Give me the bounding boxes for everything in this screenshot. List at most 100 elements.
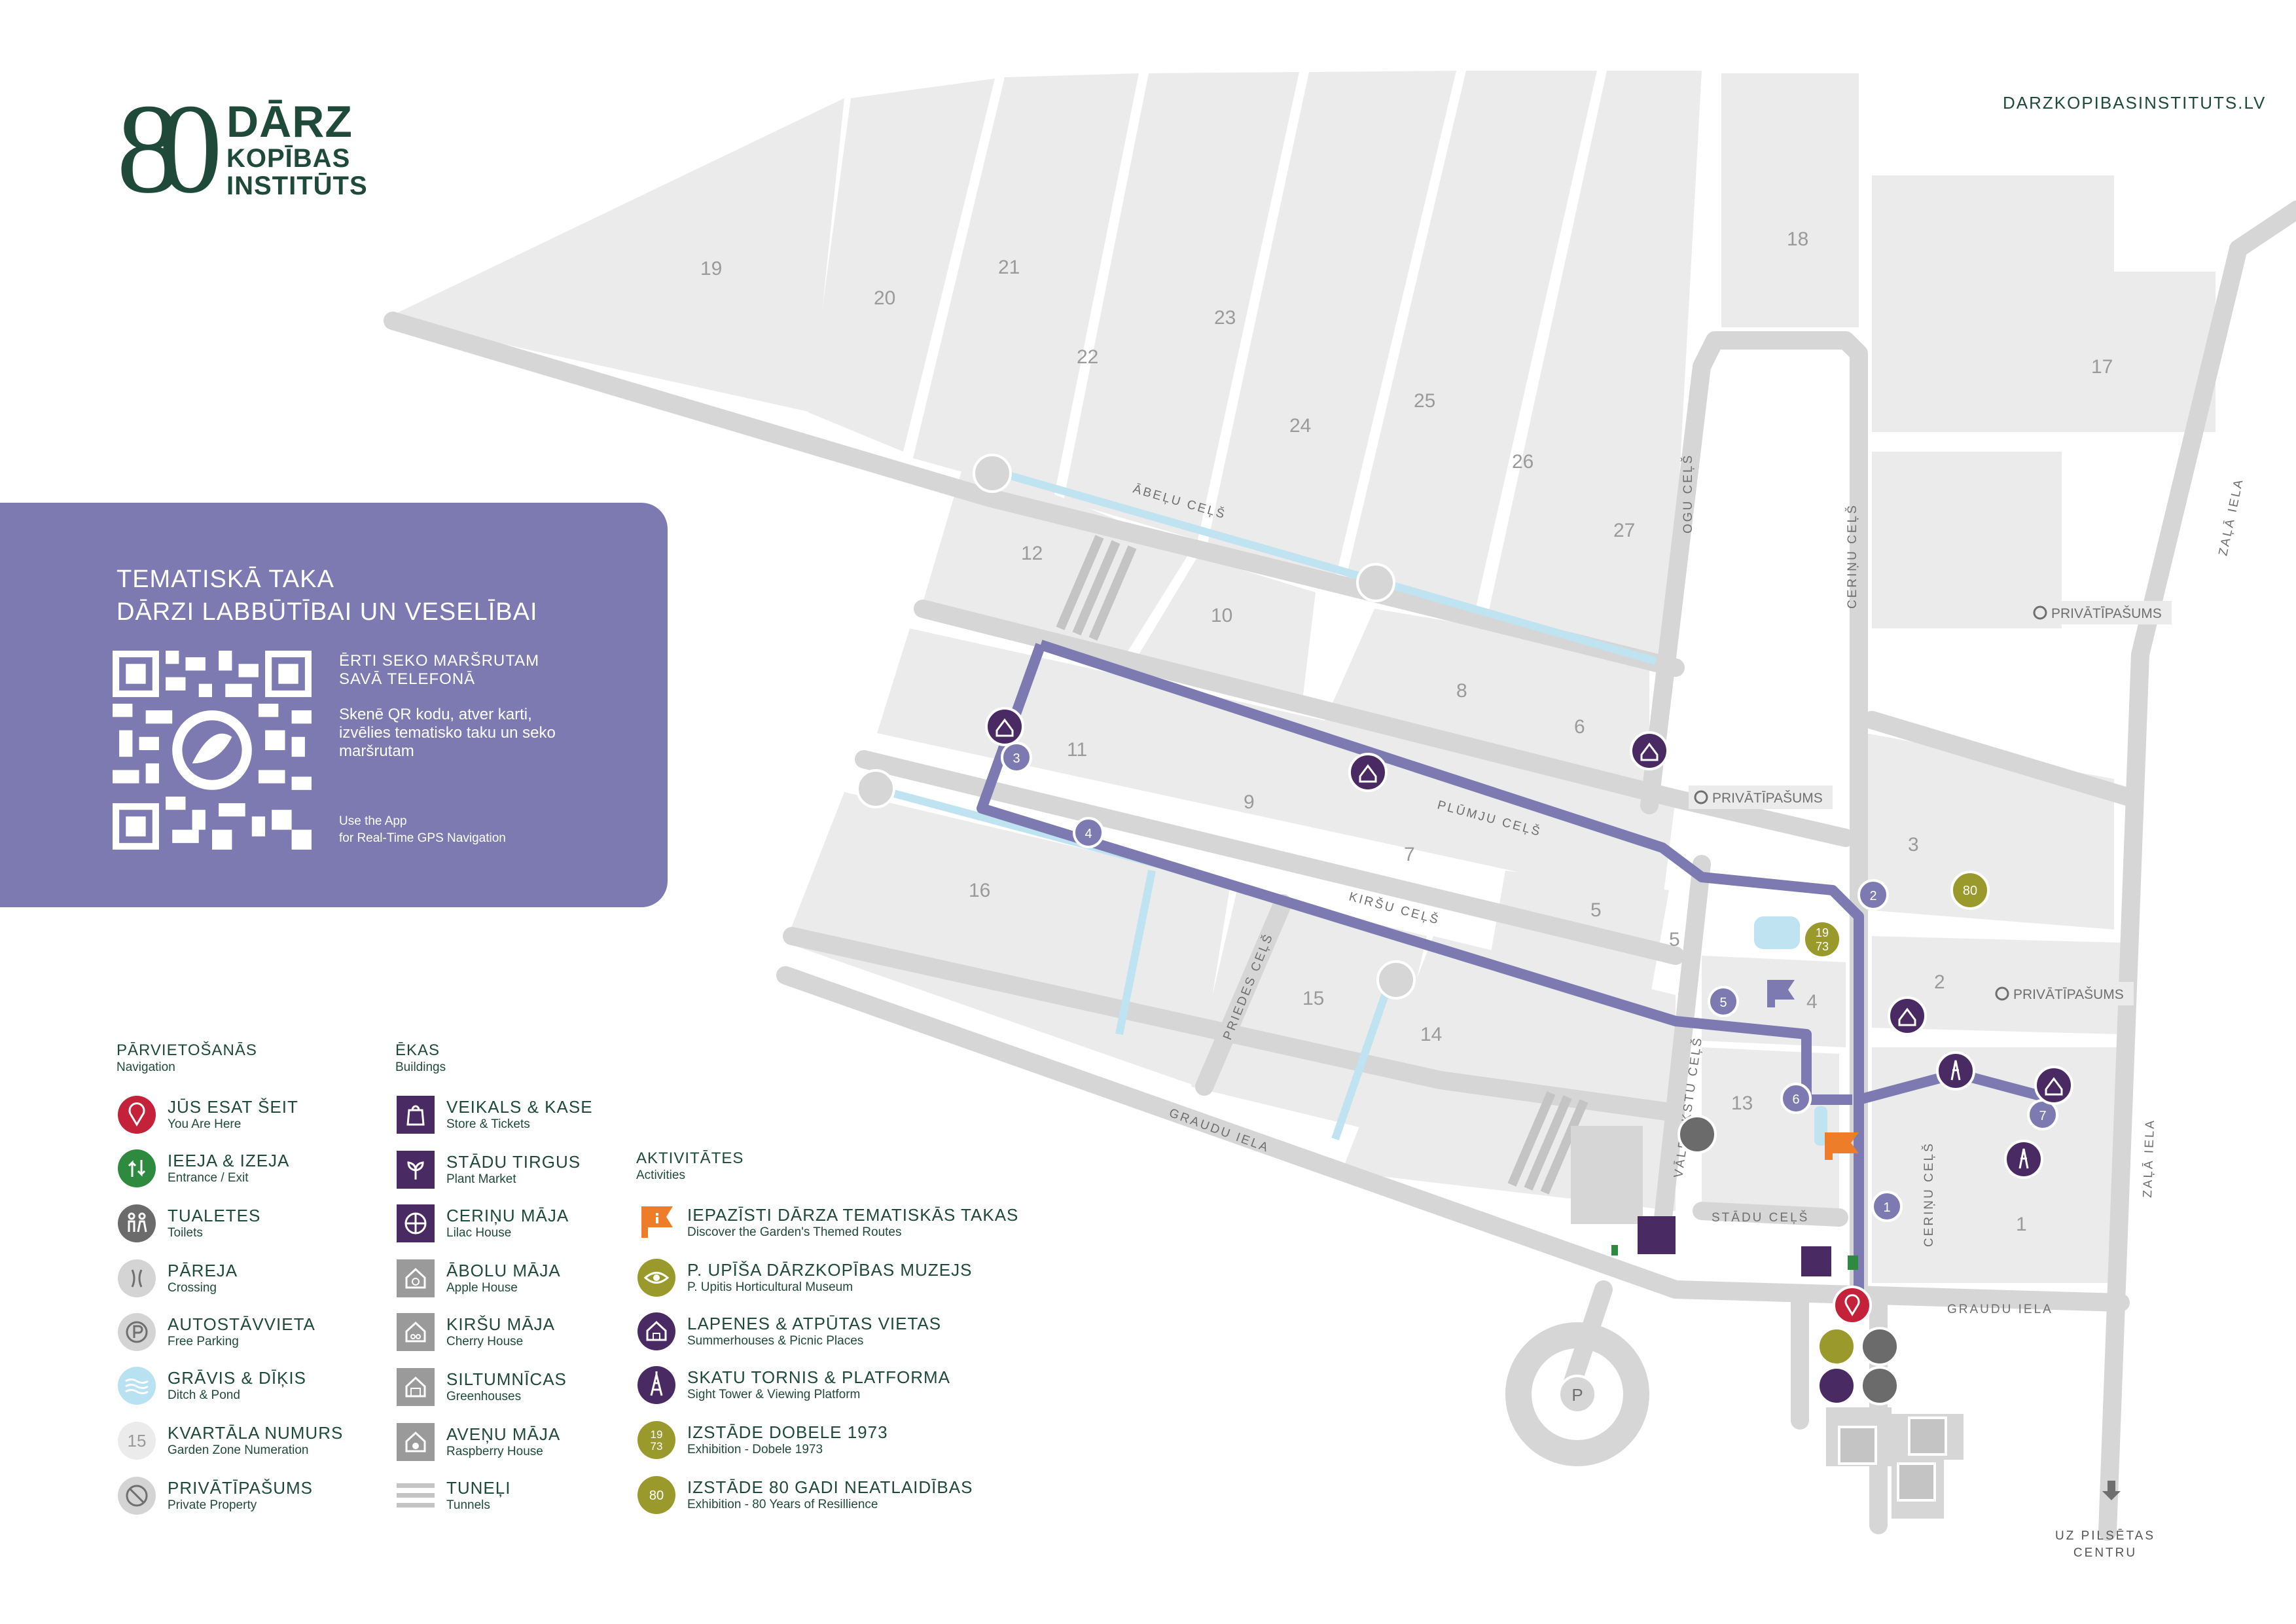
panel-description: Skenē QR kodu, atver karti, izvēlies tem… [339,706,556,760]
shopping-bag-icon [397,1096,435,1134]
summerhouse-icon[interactable] [985,707,1024,746]
legend-label: GRĀVIS & DĪĶIS [168,1368,306,1388]
museum-marker[interactable] [1817,1327,1856,1405]
lilac-icon[interactable] [1817,1366,1856,1405]
legend-label-en: Entrance / Exit [168,1171,249,1185]
summerhouse-icon[interactable] [1348,753,1388,792]
legend-label-en: Free Parking [168,1335,239,1348]
legend-label-en: Exhibition - Dobele 1973 [687,1443,823,1456]
zone-num: 6 [1574,716,1585,738]
panel-cta: ĒRTI SEKO MARŠRUTAM SAVĀ TELEFONĀ [339,652,548,689]
apple-house-icon[interactable] [1838,1426,1877,1465]
pond [1754,916,1800,949]
route-stop-label: 7 [2039,1109,2046,1123]
zone-num: 13 [1731,1092,1753,1114]
crossings[interactable] [856,454,1416,1000]
zone-num: 26 [1512,451,1534,473]
legend-label-en: Sight Tower & Viewing Platform [687,1388,861,1401]
legend-label-en: Raspberry House [446,1445,543,1458]
legend-label-en: Summerhouses & Picnic Places [687,1334,864,1348]
private-tag-1: PRIVĀTĪPAŠUMS [2028,601,2172,624]
summerhouse-markers[interactable] [985,707,2073,1105]
zone-num: 22 [1077,346,1098,368]
road-plumju [914,600,1855,847]
legend-label: AVEŅU MĀJA [446,1424,561,1444]
info-flag-icon [641,1206,673,1238]
exhibition-1973-top: 19 [651,1428,663,1441]
greenhouse-icon [397,1368,435,1406]
route-stop-label: 1 [1883,1200,1890,1215]
qr-code[interactable] [113,651,312,850]
shopping-bag-icon[interactable] [1801,1246,1831,1276]
museum-eye-icon [637,1259,675,1297]
crossing-icon[interactable] [973,454,1012,493]
private-label: PRIVĀTĪPAŠUMS [1712,791,1823,806]
plant-market-icon[interactable] [1638,1216,1676,1254]
exhibition-80-marker[interactable]: 80 [1950,871,1990,910]
legend-label: KVARTĀLA NUMURS [168,1423,344,1443]
logo-number: 80 [117,78,223,220]
route-stop-label: 4 [1085,827,1092,841]
roads [384,200,2296,1541]
exhibition-1973-bottom: 73 [651,1440,663,1453]
museum-eye-icon[interactable] [1817,1327,1856,1366]
parking-label: P [1571,1385,1583,1405]
zone-block-26 [1345,71,1597,622]
zone-number-icon: 15 [118,1422,156,1460]
raspberry-house-icon [397,1423,435,1461]
info-flag-orange[interactable] [1825,1132,1859,1160]
zone-block-23-24 [1064,72,1299,540]
zone-num: 18 [1787,228,1808,250]
route-stops[interactable]: 1 2 3 4 5 6 7 [1001,742,2058,1222]
summerhouse-icon[interactable] [1888,996,1927,1036]
you-are-here-marker[interactable] [1833,1286,1872,1325]
raspberry-house-icon[interactable] [1897,1462,1936,1502]
building-greenhouse [1571,1126,1643,1224]
crossing-icon[interactable] [1376,960,1416,1000]
toilets-icon[interactable] [1677,1115,1717,1154]
accessible-toilets-icon[interactable] [1860,1366,1899,1405]
legend-label: TUNEĻI [446,1478,511,1498]
entrance-arrow-icon[interactable] [1848,1255,1858,1270]
parking-marker[interactable]: P [1558,1375,1597,1414]
plant-icon [397,1151,435,1189]
zone-block-19 [386,98,844,412]
site-url[interactable]: DARZKOPIBASINSTITUTS.LV [2003,93,2267,113]
tunnels [1056,535,1588,1195]
legend-label-en: Toilets [168,1226,203,1240]
summerhouse-icon[interactable] [1630,731,1669,770]
crossing-icon[interactable] [1356,563,1395,602]
apple-house-icon [397,1259,435,1297]
summerhouse-icon[interactable] [2034,1066,2073,1105]
zone-block-20 [808,79,995,452]
exhibition-1973-marker[interactable]: 19 73 [1803,920,1842,959]
pond-2 [1814,1106,1827,1146]
legend-subheading: Activities [636,1168,685,1182]
legend-label-en: Crossing [168,1281,217,1295]
house-markers-grey[interactable] [1838,1416,1947,1502]
destination-line-1: UZ PILSĒTAS [2055,1529,2156,1543]
toilets-marker[interactable] [1677,1115,1899,1405]
legend-label-en: Tunnels [446,1498,490,1512]
institute-logo: 80 DĀRZ KOPĪBAS INSTITŪTS [117,78,368,220]
logo-line-1: DĀRZ [226,97,353,147]
road-valriekstu [1653,855,1711,1233]
cherry-house-icon[interactable] [1908,1416,1947,1456]
legend-label: IEPAZĪSTI DĀRZA TEMATISKĀS TAKAS [687,1205,1019,1225]
legend-label: IEEJA & IZEJA [168,1151,290,1170]
entrance-arrows-icon [118,1149,156,1187]
road-kirsu [855,750,1685,965]
road-ogu [1640,331,1868,854]
crossing-icon[interactable] [856,769,895,808]
road-zala [2098,200,2296,1541]
info-flag-marker[interactable] [1767,980,1795,1007]
zone-num: 27 [1613,520,1635,541]
entrance-arrow-icon[interactable] [1611,1245,1618,1255]
toilets-icon[interactable] [1860,1327,1899,1366]
